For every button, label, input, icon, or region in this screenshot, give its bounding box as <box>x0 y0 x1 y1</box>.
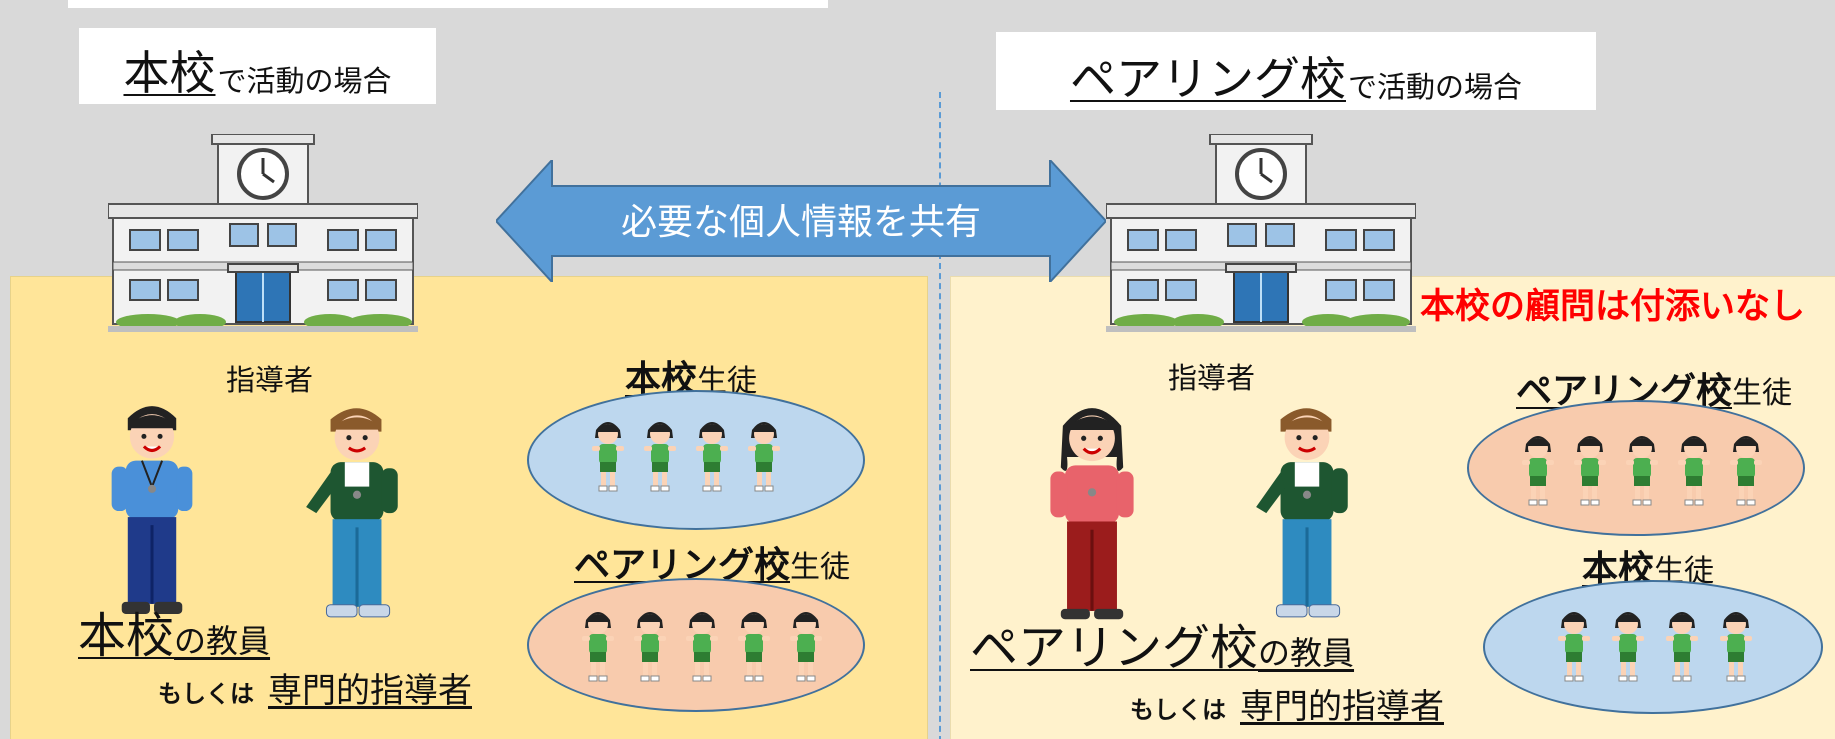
coach-green-icon <box>300 396 412 622</box>
student-icon <box>578 604 618 684</box>
right-teacher-school: ペアリング校 <box>970 620 1259 676</box>
right-group2-ellipse <box>1483 580 1823 714</box>
right-group1-suffix: 生徒 <box>1732 376 1793 411</box>
left-title-box: 本校で活動の場合 <box>79 28 436 104</box>
student-icon <box>1662 604 1702 684</box>
advisor-note: 本校の顧問は付添いなし <box>1420 287 1806 327</box>
right-or-line: もしくは専門的指導者 <box>1130 690 1444 724</box>
left-specialist: 専門的指導者 <box>268 671 472 711</box>
share-arrow: 必要な個人情報を共有 <box>496 160 1106 282</box>
coach-blue-icon <box>100 396 204 618</box>
left-group1-ellipse <box>527 390 865 530</box>
student-icon <box>744 414 784 494</box>
top-banner <box>68 0 828 8</box>
student-icon <box>786 604 826 684</box>
student-icon <box>1570 428 1610 508</box>
right-specialist: 専門的指導者 <box>1240 687 1444 727</box>
left-teacher-school: 本校 <box>78 608 175 664</box>
student-icon <box>640 414 680 494</box>
student-icon <box>734 604 774 684</box>
left-teacher-suffix: の教員 <box>174 622 271 660</box>
right-title-sub: で活動の場合 <box>1347 70 1522 104</box>
student-icon <box>1518 428 1558 508</box>
student-icon <box>692 414 732 494</box>
student-icon <box>1554 604 1594 684</box>
school-building-icon <box>1106 134 1416 334</box>
student-icon <box>588 414 628 494</box>
right-teacher-label: ペアリング校の教員 <box>970 624 1354 672</box>
student-icon <box>682 604 722 684</box>
coach-red-icon <box>1040 394 1144 624</box>
right-title-main: ペアリング校 <box>1069 52 1346 106</box>
left-title-sub: で活動の場合 <box>217 64 392 98</box>
dashed-divider <box>939 92 941 739</box>
right-coach-label: 指導者 <box>1168 361 1256 395</box>
right-title-box: ペアリング校で活動の場合 <box>996 32 1596 110</box>
student-icon <box>1716 604 1756 684</box>
coach-green-icon <box>1250 396 1362 622</box>
student-icon <box>1622 428 1662 508</box>
left-teacher-label: 本校の教員 <box>78 612 270 660</box>
student-icon <box>630 604 670 684</box>
school-building-icon <box>108 134 418 334</box>
left-or-word: もしくは <box>158 680 254 708</box>
student-icon <box>1726 428 1766 508</box>
right-or-word: もしくは <box>1130 696 1226 724</box>
left-title-main: 本校 <box>123 46 216 100</box>
left-coach-label: 指導者 <box>226 363 314 397</box>
left-group2-suffix: 生徒 <box>790 550 851 585</box>
student-icon <box>1608 604 1648 684</box>
right-teacher-suffix: の教員 <box>1258 634 1355 672</box>
left-or-line: もしくは専門的指導者 <box>158 674 472 708</box>
share-arrow-label: 必要な個人情報を共有 <box>621 202 981 243</box>
student-icon <box>1674 428 1714 508</box>
